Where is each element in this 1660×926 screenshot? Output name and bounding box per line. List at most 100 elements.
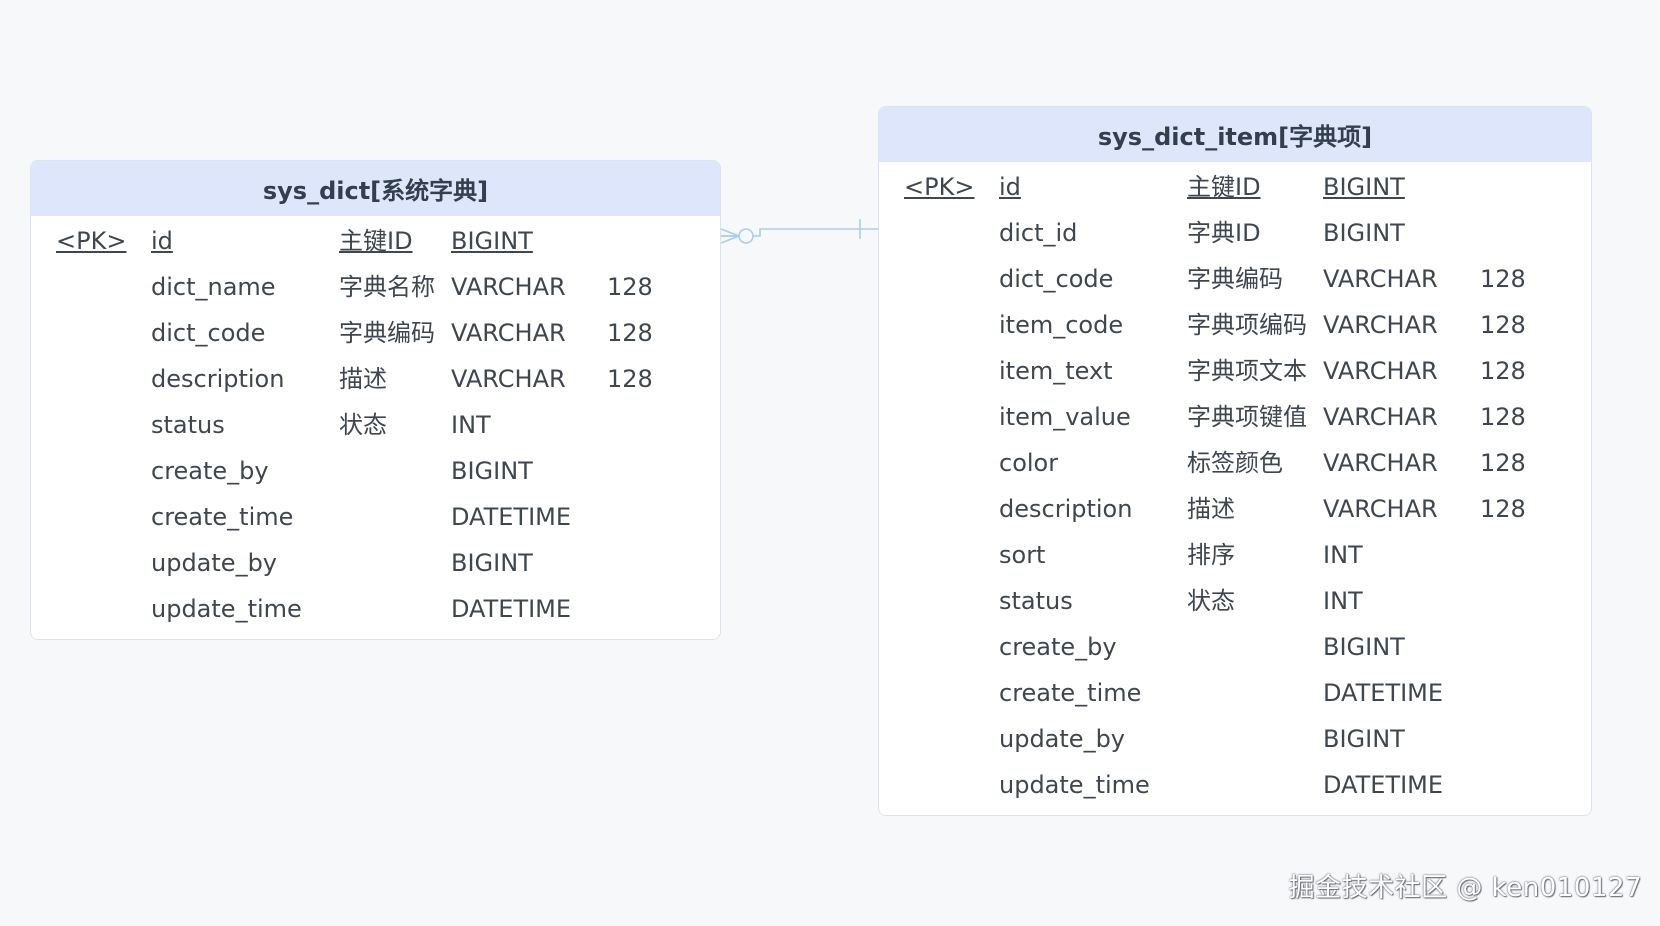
field-row[interactable]: dict_name 字典名称 VARCHAR 128 [31, 264, 720, 310]
field-name: create_time [999, 679, 1142, 707]
field-comment: 字典编码 [1187, 265, 1283, 293]
field-row[interactable]: create_by BIGINT [31, 448, 720, 494]
field-row[interactable]: <PK> id 主键ID BIGINT [31, 218, 720, 264]
field-type: BIGINT [1323, 725, 1405, 753]
field-name: id [999, 173, 1021, 201]
field-type: INT [1323, 587, 1363, 615]
crowfoot-marker [720, 228, 754, 244]
field-name: description [151, 365, 285, 393]
field-key: <PK> [904, 173, 975, 201]
entity-sys-dict[interactable]: sys_dict[系统字典] <PK> id 主键ID BIGINT dict_name… [30, 160, 721, 640]
field-name: create_time [151, 503, 294, 531]
field-length: 128 [607, 273, 653, 301]
field-comment: 描述 [1187, 495, 1235, 523]
field-row[interactable]: dict_code 字典编码 VARCHAR 128 [879, 256, 1591, 302]
field-row[interactable]: create_time DATETIME [31, 494, 720, 540]
field-type: DATETIME [451, 595, 572, 623]
field-comment: 字典ID [1187, 219, 1261, 247]
field-name: update_by [151, 549, 277, 577]
field-comment: 排序 [1187, 541, 1235, 569]
field-name: dict_name [151, 273, 276, 301]
field-name: item_code [999, 311, 1124, 339]
field-name: item_text [999, 357, 1113, 385]
field-type: VARCHAR [1323, 449, 1438, 477]
field-comment: 主键ID [1187, 173, 1261, 201]
field-name: update_by [999, 725, 1125, 753]
field-name: color [999, 449, 1059, 477]
field-row[interactable]: sort 排序 INT [879, 532, 1591, 578]
field-length: 128 [1480, 403, 1526, 431]
field-row[interactable]: <PK> id 主键ID BIGINT [879, 164, 1591, 210]
field-comment: 标签颜色 [1187, 449, 1283, 477]
field-type: BIGINT [451, 227, 533, 255]
field-length: 128 [607, 365, 653, 393]
field-length: 128 [1480, 357, 1526, 385]
watermark: 掘金技术社区 @ ken010127 [1288, 873, 1642, 903]
field-comment: 主键ID [339, 227, 413, 255]
field-comment: 字典项文本 [1187, 357, 1307, 385]
field-list: <PK> id 主键ID BIGINT dict_id 字典ID BIGINT dict_co… [879, 162, 1591, 808]
field-length: 128 [1480, 495, 1526, 523]
field-type: VARCHAR [1323, 403, 1438, 431]
field-type: VARCHAR [451, 273, 566, 301]
field-comment: 状态 [339, 411, 387, 439]
field-type: DATETIME [1323, 679, 1444, 707]
field-row[interactable]: dict_id 字典ID BIGINT [879, 210, 1591, 256]
field-type: DATETIME [1323, 771, 1444, 799]
field-row[interactable]: description 描述 VARCHAR 128 [31, 356, 720, 402]
field-name: dict_code [151, 319, 266, 347]
field-length: 128 [1480, 311, 1526, 339]
field-type: BIGINT [1323, 173, 1405, 201]
field-name: create_by [151, 457, 269, 485]
field-name: dict_id [999, 219, 1078, 247]
field-row[interactable]: color 标签颜色 VARCHAR 128 [879, 440, 1591, 486]
field-row[interactable]: item_code 字典项编码 VARCHAR 128 [879, 302, 1591, 348]
field-key: <PK> [56, 227, 127, 255]
field-row[interactable]: description 描述 VARCHAR 128 [879, 486, 1591, 532]
field-comment: 字典编码 [339, 319, 435, 347]
field-comment: 描述 [339, 365, 387, 393]
field-row[interactable]: dict_code 字典编码 VARCHAR 128 [31, 310, 720, 356]
field-type: VARCHAR [1323, 495, 1438, 523]
field-name: dict_code [999, 265, 1114, 293]
field-type: INT [451, 411, 491, 439]
field-length: 128 [607, 319, 653, 347]
field-length: 128 [1480, 265, 1526, 293]
field-name: description [999, 495, 1133, 523]
field-length: 128 [1480, 449, 1526, 477]
field-type: BIGINT [1323, 219, 1405, 247]
entity-title: sys_dict_item[字典项] [879, 107, 1591, 162]
field-row[interactable]: create_time DATETIME [879, 670, 1591, 716]
field-type: DATETIME [451, 503, 572, 531]
field-comment: 字典名称 [339, 273, 435, 301]
field-name: update_time [999, 771, 1150, 799]
field-name: sort [999, 541, 1046, 569]
field-type: VARCHAR [1323, 265, 1438, 293]
field-comment: 字典项键值 [1187, 403, 1307, 431]
field-name: item_value [999, 403, 1131, 431]
entity-title: sys_dict[系统字典] [31, 161, 720, 216]
field-name: status [151, 411, 225, 439]
field-row[interactable]: item_value 字典项键值 VARCHAR 128 [879, 394, 1591, 440]
field-type: VARCHAR [451, 365, 566, 393]
field-type: INT [1323, 541, 1363, 569]
field-row[interactable]: update_by BIGINT [879, 716, 1591, 762]
field-name: create_by [999, 633, 1117, 661]
field-type: BIGINT [451, 457, 533, 485]
field-comment: 状态 [1187, 587, 1235, 615]
field-comment: 字典项编码 [1187, 311, 1307, 339]
field-name: id [151, 227, 173, 255]
field-type: VARCHAR [451, 319, 566, 347]
field-row[interactable]: status 状态 INT [31, 402, 720, 448]
field-row[interactable]: update_time DATETIME [879, 762, 1591, 808]
field-type: VARCHAR [1323, 311, 1438, 339]
